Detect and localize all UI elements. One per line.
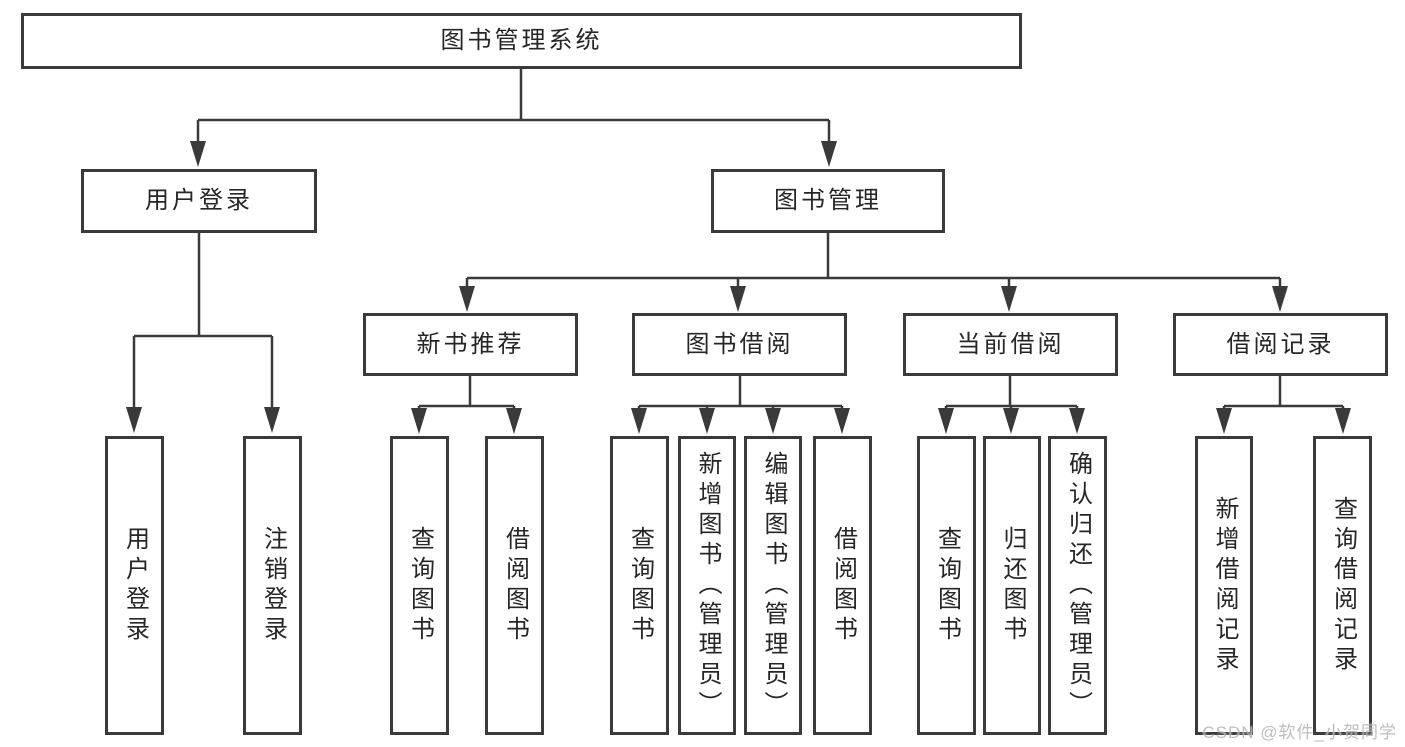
leaf-confirm-return-admin: 确认归还（管理员）	[1048, 436, 1107, 735]
leaf-current-query-books: 查询图书	[917, 436, 976, 735]
node-user-login-label: 用户登录	[145, 187, 253, 214]
leaf-user-login: 用户登录	[105, 436, 164, 735]
arrowhead-down-icon	[730, 286, 746, 312]
connector-borrow-records	[1222, 376, 1345, 418]
connector-book-management	[465, 233, 1282, 296]
arrowhead-down-icon	[459, 286, 475, 312]
arrowhead-down-icon	[190, 141, 206, 167]
arrowhead-down-icon	[1069, 408, 1085, 434]
arrowhead-down-icon	[631, 408, 647, 434]
arrowhead-down-icon	[699, 408, 715, 434]
leaf-newbook-borrow-books: 借阅图书	[485, 436, 544, 735]
leaf-edit-books-admin-label: 编辑图书（管理员）	[760, 450, 787, 721]
arrowhead-down-icon	[126, 407, 142, 433]
leaf-add-books-admin-label: 新增图书（管理员）	[694, 450, 721, 721]
leaf-logout-label: 注销登录	[259, 525, 287, 646]
leaf-add-borrow-record-label: 新增借阅记录	[1211, 495, 1238, 676]
leaf-edit-books-admin: 编辑图书（管理员）	[744, 436, 802, 735]
node-borrow-records-label: 借阅记录	[1226, 330, 1335, 358]
leaf-add-books-admin: 新增图书（管理员）	[678, 436, 736, 735]
connector-new-book	[417, 376, 516, 418]
watermark: CSDN @软件_小贺同学	[1202, 723, 1397, 742]
leaf-return-books: 归还图书	[983, 436, 1041, 735]
leaf-current-query-books-label: 查询图书	[933, 525, 961, 646]
node-book-borrow: 图书借阅	[632, 313, 847, 376]
arrowheads	[126, 141, 1351, 434]
node-new-book-recommend: 新书推荐	[363, 313, 578, 376]
arrowhead-down-icon	[821, 141, 837, 167]
node-current-borrow-label: 当前借阅	[956, 330, 1065, 358]
node-root: 图书管理系统	[21, 13, 1022, 69]
leaf-query-borrow-record: 查询借阅记录	[1313, 436, 1372, 735]
connector-user-login	[132, 233, 274, 416]
arrowhead-down-icon	[938, 408, 954, 434]
arrowhead-down-icon	[1003, 408, 1019, 434]
node-user-login: 用户登录	[81, 169, 317, 233]
node-book-borrow-label: 图书借阅	[685, 330, 794, 358]
node-current-borrow: 当前借阅	[903, 313, 1118, 376]
node-book-management: 图书管理	[711, 169, 945, 233]
leaf-borrow-query-books: 查询图书	[610, 436, 669, 735]
arrowhead-down-icon	[1335, 408, 1351, 434]
connector-book-borrow	[637, 376, 844, 418]
arrowhead-down-icon	[1216, 408, 1232, 434]
arrowhead-down-icon	[1272, 286, 1288, 312]
arrowhead-down-icon	[834, 408, 850, 434]
leaf-user-login-label: 用户登录	[121, 525, 149, 646]
leaf-newbook-query-books: 查询图书	[390, 436, 449, 735]
leaf-add-borrow-record: 新增借阅记录	[1195, 436, 1253, 735]
node-book-management-label: 图书管理	[774, 187, 882, 214]
arrowhead-down-icon	[1001, 286, 1017, 312]
leaf-return-books-label: 归还图书	[999, 525, 1026, 646]
node-borrow-records: 借阅记录	[1173, 313, 1388, 376]
arrowhead-down-icon	[411, 408, 427, 434]
leaf-newbook-query-books-label: 查询图书	[406, 525, 434, 646]
leaf-borrow-books: 借阅图书	[813, 436, 872, 735]
arrowhead-down-icon	[765, 408, 781, 434]
arrowhead-down-icon	[506, 408, 522, 434]
leaf-query-borrow-record-label: 查询借阅记录	[1329, 495, 1357, 676]
arrowhead-down-icon	[264, 407, 280, 433]
leaf-borrow-query-books-label: 查询图书	[626, 525, 654, 646]
leaf-newbook-borrow-books-label: 借阅图书	[501, 525, 529, 646]
node-new-book-recommend-label: 新书推荐	[416, 330, 525, 358]
leaf-confirm-return-admin-label: 确认归还（管理员）	[1064, 450, 1092, 721]
leaf-borrow-books-label: 借阅图书	[829, 525, 857, 646]
connector-root	[196, 68, 831, 150]
leaf-logout: 注销登录	[243, 436, 302, 735]
node-root-label: 图书管理系统	[440, 27, 603, 54]
